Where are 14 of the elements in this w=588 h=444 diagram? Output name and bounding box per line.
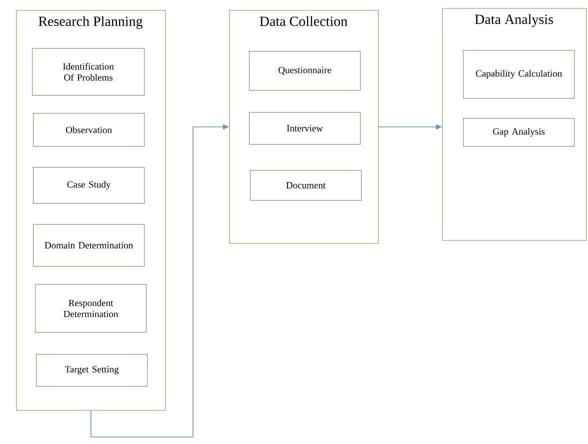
step-box: Target Setting <box>36 354 148 387</box>
group-title: Research Planning <box>38 16 143 29</box>
step-box: Identification Of Problems <box>32 48 145 96</box>
step-box: Capability Calculation <box>463 50 575 99</box>
step-box: Questionnaire <box>249 51 361 91</box>
group-title: Data Analysis <box>474 14 553 27</box>
step-box: Gap Analysis <box>463 118 575 147</box>
step-box: Interview <box>249 112 361 145</box>
step-box: Case Study <box>33 167 145 204</box>
step-box: Document <box>250 170 362 201</box>
step-box: Observation <box>33 113 145 147</box>
step-box: Respondent Determination <box>35 284 147 333</box>
group-title: Data Collection <box>260 16 348 26</box>
step-box: Domain Determination <box>33 224 145 267</box>
